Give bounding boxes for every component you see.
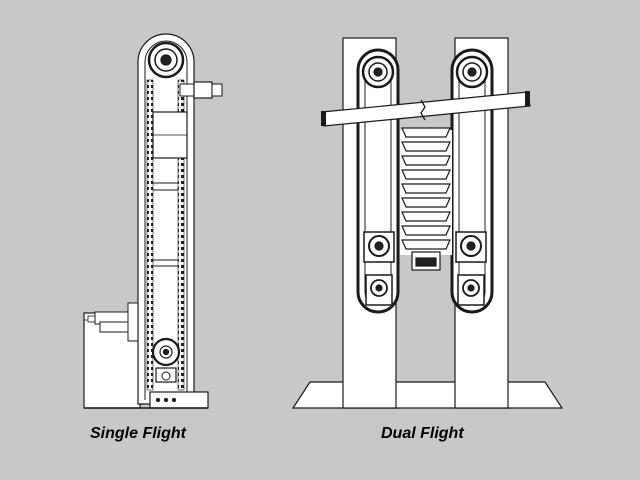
single-flight-diagram	[83, 33, 223, 409]
dual-bottom-drive-right	[455, 231, 487, 306]
single-top-sprocket	[147, 41, 185, 79]
caption-single-flight: Single Flight	[90, 425, 186, 442]
caption-dual-flight: Dual Flight	[381, 425, 464, 442]
single-drive-motor	[179, 81, 223, 99]
single-chain-left	[146, 79, 154, 391]
single-chain-right	[177, 79, 185, 391]
dual-center-trays	[400, 127, 452, 271]
single-bottom-sprocket	[151, 337, 181, 383]
dual-top-sprocket-left	[361, 55, 395, 89]
dual-top-sprocket-right	[455, 55, 489, 89]
dual-base-plate	[291, 381, 564, 409]
dual-flight-diagram	[291, 37, 564, 409]
dual-cross-beam	[321, 91, 531, 127]
dual-bottom-drive-left	[363, 231, 395, 306]
